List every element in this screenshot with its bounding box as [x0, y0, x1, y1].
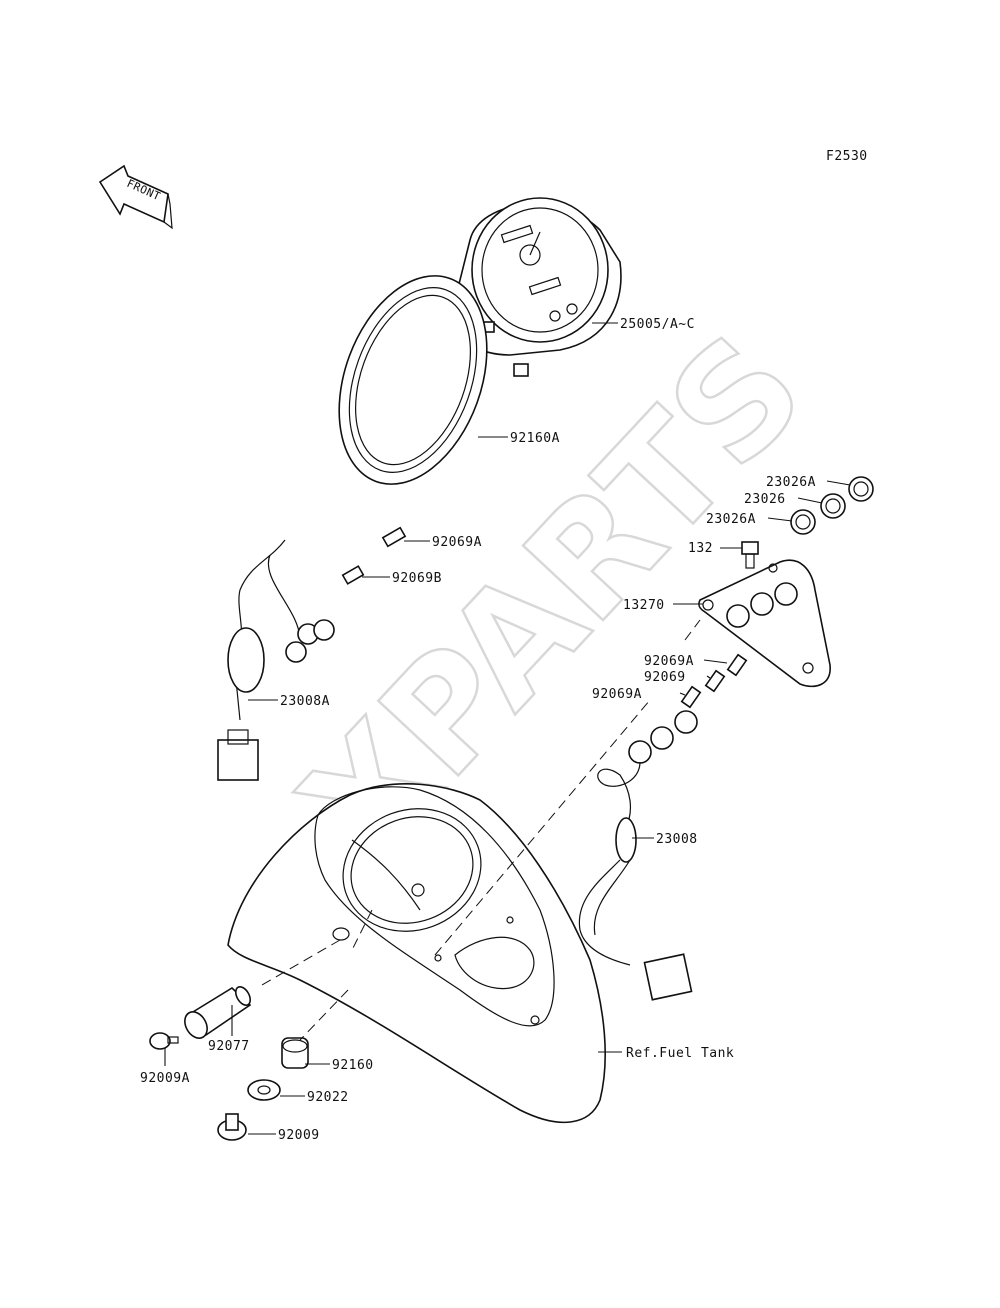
callout-23026: 23026	[744, 492, 786, 507]
screw-132	[741, 541, 759, 569]
callout-23008: 23008	[656, 832, 698, 847]
washer-92022	[247, 1079, 281, 1101]
callout-92069a-right-top: 92069A	[644, 654, 694, 669]
callout-92069b: 92069B	[392, 571, 442, 586]
meter-assembly	[449, 197, 622, 377]
knob-92077	[184, 986, 252, 1039]
bracket	[698, 559, 831, 688]
bezel-ring	[338, 275, 488, 485]
callout-92077: 92077	[208, 1039, 250, 1054]
callout-132: 132	[688, 541, 713, 556]
callout-23008a: 23008A	[280, 694, 330, 709]
leader-lines	[164, 322, 851, 1135]
harness-left	[217, 539, 335, 781]
grommet-92160	[281, 1037, 309, 1069]
callout-92069a-upper: 92069A	[432, 535, 482, 550]
front-arrow-icon: FRONT	[98, 164, 173, 230]
callout-92009: 92009	[278, 1128, 320, 1143]
indicator-lenses	[790, 476, 874, 535]
callout-25005: 25005/A~C	[620, 317, 695, 332]
bulb-92069a-upper	[381, 526, 407, 548]
callout-23026a-top: 23026A	[766, 475, 816, 490]
callout-13270: 13270	[623, 598, 665, 613]
bulbs-right	[680, 653, 748, 709]
callout-92069a-right-bottom: 92069A	[592, 687, 642, 702]
instrument-cowl	[227, 783, 606, 1124]
bulb-92069b	[341, 565, 365, 585]
bolt-92009	[217, 1113, 247, 1141]
callout-92009a: 92009A	[140, 1071, 190, 1086]
figure-code: F2530	[826, 149, 868, 164]
callout-92160a: 92160A	[510, 431, 560, 446]
screw-92009a	[149, 1032, 179, 1050]
callout-92069-right: 92069	[644, 670, 686, 685]
callout-92160: 92160	[332, 1058, 374, 1073]
callout-ref-fuel-tank: Ref.Fuel Tank	[626, 1046, 734, 1061]
harness-right	[578, 710, 698, 1001]
callout-92022: 92022	[307, 1090, 349, 1105]
callout-23026a-bottom: 23026A	[706, 512, 756, 527]
